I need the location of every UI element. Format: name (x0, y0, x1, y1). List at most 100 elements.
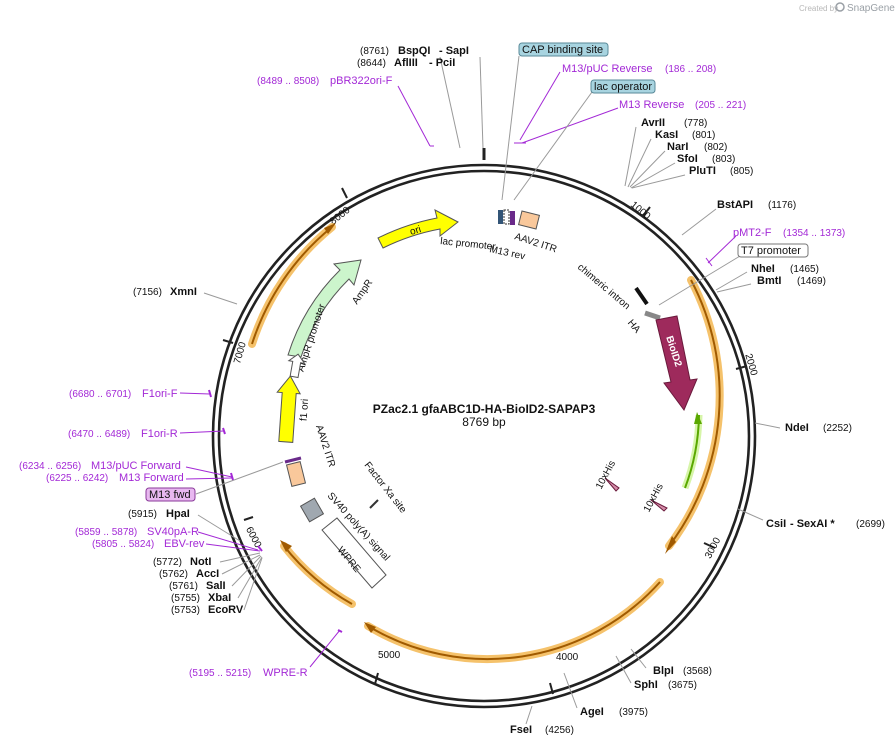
tick-1000: 1000 (628, 200, 652, 223)
bioid2-arrow[interactable] (655, 315, 698, 412)
primer-m13-fwd[interactable]: M13 Forward (119, 472, 184, 484)
primer-wpre-range: (5195 .. 5215) (189, 668, 251, 679)
site-afliii[interactable]: AflIII (394, 57, 418, 69)
aav2-itr-top-box[interactable] (517, 210, 541, 230)
site-bmti[interactable]: BmtI (757, 275, 781, 287)
site-bmti-pos: (1469) (797, 276, 826, 287)
lac-promoter-label: lac promoter (440, 236, 497, 253)
site-acci-pos: (5762) (159, 569, 188, 580)
his-tag-1-arrow[interactable] (604, 477, 620, 492)
site-noti[interactable]: NotI (190, 556, 211, 568)
primer-pmt2[interactable]: pMT2-F (733, 227, 772, 239)
site-noti-pos: (5772) (153, 557, 182, 568)
primer-sv40pa-range: (5859 .. 5878) (75, 527, 137, 538)
site-bstapi-pos: (1176) (768, 200, 796, 211)
site-acci[interactable]: AccI (196, 568, 219, 580)
site-blpi-pos: (3568) (683, 666, 712, 677)
site-nari[interactable]: NarI (667, 141, 688, 153)
site-avrii-pos: (778) (684, 118, 707, 129)
site-bstapi[interactable]: BstAPI (717, 199, 753, 211)
site-nhei-pos: (1465) (790, 264, 819, 275)
lac-operator-box[interactable] (590, 79, 656, 94)
backbone-outer (211, 163, 757, 709)
tick-5000: 5000 (378, 650, 401, 661)
lac-operator-label: lac operator (594, 81, 652, 93)
primer-m13puc-fwd[interactable]: M13/pUC Forward (91, 460, 181, 472)
aav2-itr-left-label: AAV2 ITR (313, 424, 337, 469)
factor-xa-marker[interactable] (369, 499, 379, 509)
site-ecorv[interactable]: EcoRV (208, 604, 244, 616)
site-sapi[interactable]: - SapI (439, 45, 469, 57)
primer-leaders (179, 71, 737, 668)
site-pluti[interactable]: PluTI (689, 165, 716, 177)
ampr-arrow[interactable] (287, 259, 362, 358)
site-ndei[interactable]: NdeI (785, 422, 809, 434)
f1-ori-label: f1 ori (299, 399, 312, 422)
primer-pbr322[interactable]: pBR322ori-F (330, 75, 393, 87)
primer-m13puc-rev[interactable]: M13/pUC Reverse (562, 63, 652, 75)
site-agei[interactable]: AgeI (580, 706, 604, 718)
primer-m13-rev[interactable]: M13 Reverse (619, 99, 684, 111)
wpre-box[interactable] (321, 517, 387, 589)
site-csii[interactable]: CsiI (766, 518, 786, 530)
ori-label: ori (409, 224, 423, 238)
tick-marks: 1000 2000 3000 4000 5000 6000 7000 8000 (222, 187, 759, 695)
site-afliii-pos: (8644) (357, 58, 386, 69)
site-fsei-pos: (4256) (545, 725, 574, 736)
site-pcii[interactable]: - PciI (429, 57, 455, 69)
primer-wpre[interactable]: WPRE-R (263, 667, 308, 679)
ha-marker[interactable] (644, 310, 661, 321)
cap-label: CAP binding site (522, 44, 603, 56)
site-blpi[interactable]: BlpI (653, 665, 674, 677)
primer-ebv[interactable]: EBV-rev (164, 538, 205, 550)
his-tag-2-arrow[interactable] (650, 499, 668, 512)
site-ecorv-pos: (5753) (171, 605, 200, 616)
site-kasi-pos: (801) (692, 130, 715, 141)
site-csii-pos: (2699) (856, 519, 885, 530)
chimeric-intron-marker[interactable] (634, 286, 649, 306)
watermark-brand: SnapGene (847, 3, 895, 14)
primer-m13-fwd-range: (6225 .. 6242) (46, 473, 108, 484)
site-leaders (197, 56, 781, 725)
cap-box[interactable] (518, 42, 609, 57)
sv40-box[interactable] (299, 497, 325, 523)
primer-f1ori-f[interactable]: F1ori-F (142, 388, 178, 400)
primer-f1ori-r[interactable]: F1ori-R (141, 428, 178, 440)
site-sphi-pos: (3675) (668, 680, 697, 691)
site-sali[interactable]: SalI (206, 580, 226, 592)
plasmid-size: 8769 bp (462, 415, 506, 429)
site-nhei[interactable]: NheI (751, 263, 775, 275)
site-hpai-pos: (5915) (128, 509, 157, 520)
site-sfoi-pos: (803) (712, 154, 735, 165)
f1-ori-arrow[interactable] (274, 375, 302, 443)
site-sexai[interactable]: - SexAI * (790, 518, 835, 530)
site-avrii[interactable]: AvrII (641, 117, 665, 129)
site-ndei-pos: (2252) (823, 423, 852, 434)
site-sphi[interactable]: SphI (634, 679, 658, 691)
site-hpai[interactable]: HpaI (166, 508, 190, 520)
site-xbai[interactable]: XbaI (208, 592, 231, 604)
aav2-itr-left-box[interactable] (285, 461, 307, 487)
ha-label: HA (625, 318, 643, 336)
primer-sv40pa[interactable]: SV40pA-R (147, 526, 199, 538)
t7-promoter-box[interactable] (737, 243, 809, 258)
site-kasi[interactable]: KasI (655, 129, 678, 141)
site-fsei[interactable]: FseI (510, 724, 532, 736)
site-xmni[interactable]: XmnI (170, 286, 197, 298)
site-labels-left: (7156) XmnI (5915) HpaI (5772) NotI (576… (128, 286, 244, 616)
primer-f1ori-f-range: (6680 .. 6701) (69, 389, 131, 400)
ori-arrow[interactable] (377, 209, 459, 249)
site-sali-pos: (5761) (169, 581, 198, 592)
primer-marks (208, 389, 343, 633)
ampr-promoter-arrow[interactable] (286, 353, 306, 379)
factor-xa-label: Factor Xa site (362, 460, 409, 516)
site-pluti-pos: (805) (730, 166, 753, 177)
primer-f1ori-r-range: (6470 .. 6489) (68, 429, 130, 440)
chimeric-intron-label: chimeric intron (575, 262, 632, 312)
aav2-itr-left-marker (284, 456, 302, 464)
site-sfoi[interactable]: SfoI (677, 153, 698, 165)
site-bspqi[interactable]: BspQI (398, 45, 430, 57)
m13-fwd-label: M13 fwd (149, 489, 191, 501)
m13-fwd-box[interactable] (145, 487, 196, 502)
plasmid-name: PZac2.1 gfaABC1D-HA-BioID2-SAPAP3 (373, 402, 596, 416)
